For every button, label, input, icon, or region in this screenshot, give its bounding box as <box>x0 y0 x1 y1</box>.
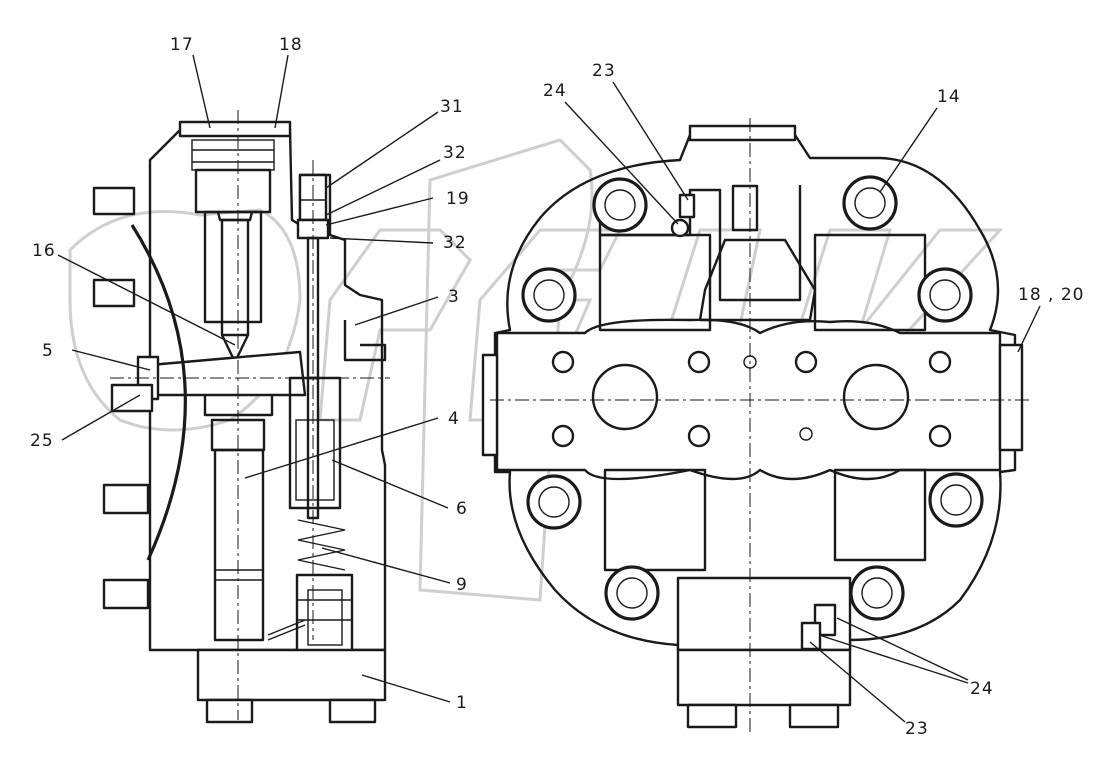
label-24-top: 24 <box>543 81 567 101</box>
hex-bolts <box>521 175 984 621</box>
label-3: 3 <box>448 287 460 307</box>
right-leaders <box>564 81 1041 723</box>
lever-5 <box>148 350 307 397</box>
valve-block-9 <box>295 573 354 657</box>
label-6: 6 <box>456 499 468 519</box>
base-1 <box>196 648 387 702</box>
label-18: 18 <box>279 35 303 55</box>
label-23-bottom: 23 <box>905 719 929 739</box>
label-31: 31 <box>440 97 464 117</box>
label-18-20: 18 , 20 <box>1018 285 1084 305</box>
label-19: 19 <box>446 189 470 209</box>
port-left <box>591 363 659 431</box>
label-14: 14 <box>937 87 961 107</box>
label-24-bottom: 24 <box>970 679 994 699</box>
label-23-top: 23 <box>592 61 616 81</box>
right-front-view <box>481 118 1030 735</box>
label-16: 16 <box>32 241 56 261</box>
plug-17 <box>178 120 292 138</box>
label-9: 9 <box>456 575 468 595</box>
left-leaders <box>57 54 451 703</box>
label-1: 1 <box>456 693 468 713</box>
port-right <box>842 363 910 431</box>
part-labels: 17 18 31 32 19 32 16 3 5 25 4 6 9 1 23 2… <box>30 35 1084 739</box>
label-4: 4 <box>448 409 460 429</box>
label-32-top: 32 <box>443 143 467 163</box>
center-bar <box>495 318 1002 481</box>
left-section-view <box>92 110 390 724</box>
label-32-bottom: 32 <box>443 233 467 253</box>
label-5: 5 <box>42 341 54 361</box>
label-17: 17 <box>170 35 194 55</box>
label-25: 25 <box>30 431 54 451</box>
